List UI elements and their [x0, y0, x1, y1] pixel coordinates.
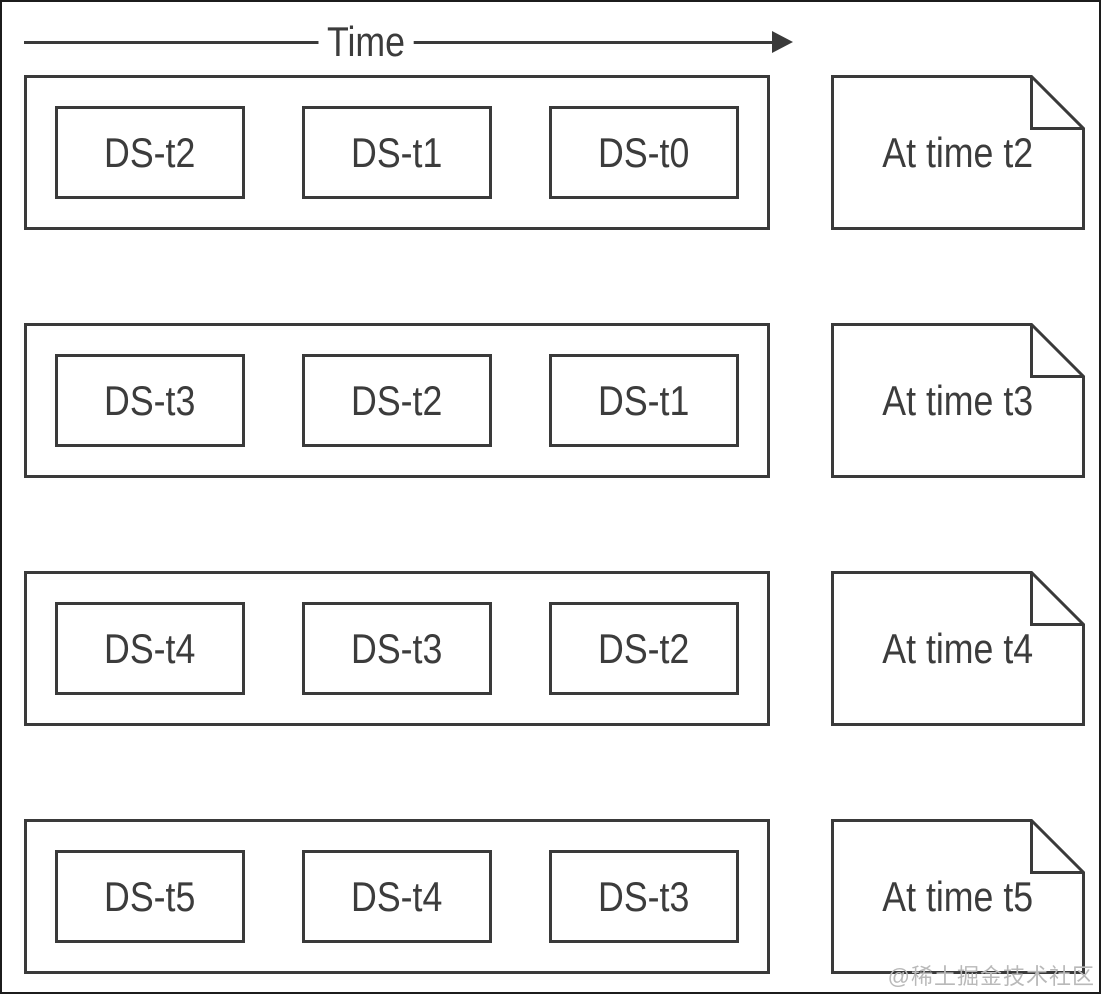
- sliding-window-box: DS-t5 DS-t4 DS-t3: [24, 819, 770, 974]
- note-label: At time t4: [882, 624, 1034, 672]
- sliding-window-box: DS-t4 DS-t3 DS-t2: [24, 571, 770, 726]
- ds-box-label: DS-t4: [104, 624, 196, 672]
- window-row: DS-t2 DS-t1 DS-t0 At time t2: [24, 75, 1085, 230]
- ds-box-label: DS-t2: [104, 128, 196, 176]
- ds-box: DS-t5: [55, 850, 245, 943]
- ds-box-label: DS-t4: [351, 872, 443, 920]
- folded-note-icon: [831, 323, 1085, 478]
- arrow-right-icon: [772, 31, 793, 53]
- ds-box: DS-t3: [549, 850, 739, 943]
- note-shape: At time t3: [831, 323, 1085, 478]
- sliding-window-box: DS-t2 DS-t1 DS-t0: [24, 75, 770, 230]
- sliding-window-box: DS-t3 DS-t2 DS-t1: [24, 323, 770, 478]
- ds-box-label: DS-t2: [351, 376, 443, 424]
- ds-box: DS-t2: [549, 602, 739, 695]
- ds-box: DS-t1: [302, 106, 492, 199]
- note-shape: At time t4: [831, 571, 1085, 726]
- note-shape: At time t5: [831, 819, 1085, 974]
- ds-box-label: DS-t3: [351, 624, 443, 672]
- note-label: At time t2: [882, 128, 1034, 176]
- ds-box: DS-t1: [549, 354, 739, 447]
- ds-box: DS-t2: [55, 106, 245, 199]
- folded-note-icon: [831, 75, 1085, 230]
- watermark: @稀土掘金技术社区: [887, 964, 1095, 989]
- ds-box: DS-t3: [55, 354, 245, 447]
- time-axis: Time: [24, 14, 793, 70]
- note-label: At time t3: [882, 376, 1034, 424]
- ds-box-label: DS-t2: [598, 624, 690, 672]
- ds-box: DS-t4: [302, 850, 492, 943]
- ds-box-label: DS-t3: [104, 376, 196, 424]
- window-row: DS-t3 DS-t2 DS-t1 At time t3: [24, 323, 1085, 478]
- ds-box: DS-t0: [549, 106, 739, 199]
- ds-box: DS-t4: [55, 602, 245, 695]
- ds-box-label: DS-t1: [351, 128, 443, 176]
- time-axis-label: Time: [318, 18, 414, 66]
- ds-box-label: DS-t3: [598, 872, 690, 920]
- folded-note-icon: [831, 571, 1085, 726]
- note-label: At time t5: [882, 872, 1034, 920]
- folded-note-icon: [831, 819, 1085, 974]
- window-row: DS-t4 DS-t3 DS-t2 At time t4: [24, 571, 1085, 726]
- ds-box-label: DS-t1: [598, 376, 690, 424]
- ds-box-label: DS-t5: [104, 872, 196, 920]
- note-shape: At time t2: [831, 75, 1085, 230]
- window-row: DS-t5 DS-t4 DS-t3 At time t5: [24, 819, 1085, 974]
- ds-box: DS-t2: [302, 354, 492, 447]
- ds-box: DS-t3: [302, 602, 492, 695]
- ds-box-label: DS-t0: [598, 128, 690, 176]
